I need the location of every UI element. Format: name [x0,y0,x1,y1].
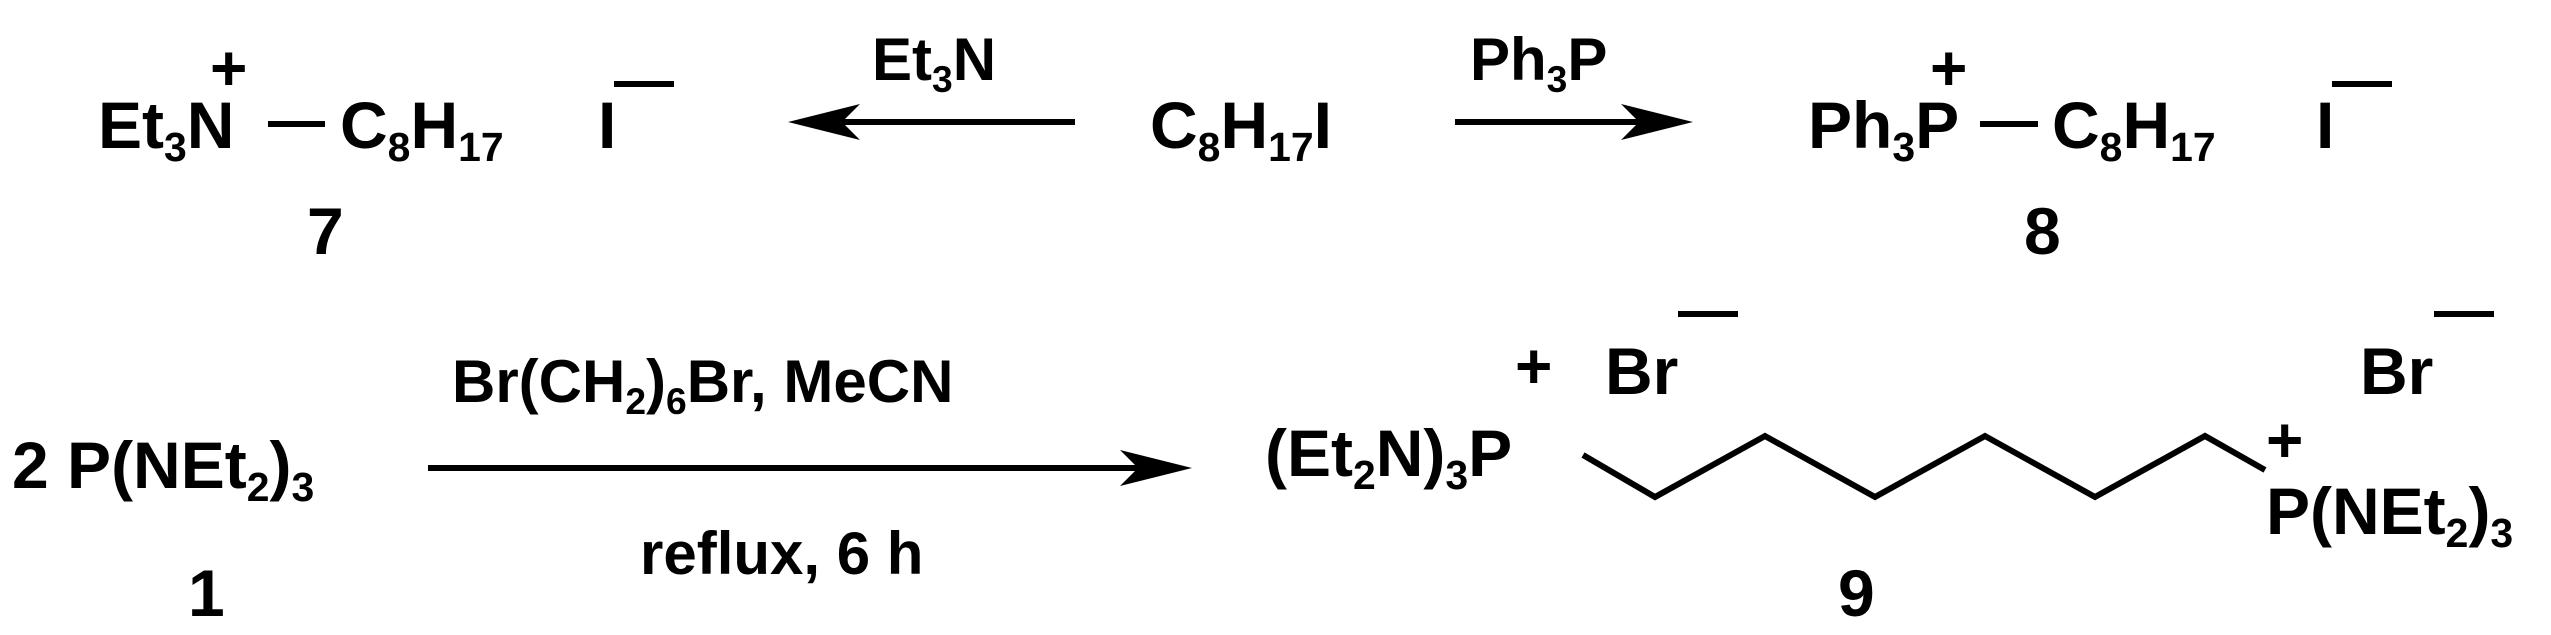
phosphorus-atom: P [1468,416,1513,490]
h-atom: H [2122,88,2171,162]
hexamethylene-chain [1581,432,2267,501]
solvent-text: Br, MeCN [686,348,954,415]
product-9-left-group: (Et2N)3P [1265,420,1512,496]
c-atom: C [1150,88,1198,162]
plus-charge-9-right: + [2266,404,2304,476]
octyl-chain-7: C8H17 [340,92,504,168]
compound-number-8: 8 [2024,194,2061,268]
paren-text: (Et [1265,416,1353,490]
subscript: 3 [932,57,953,100]
compound-number-1: 1 [188,556,225,630]
arrow-to-7 [788,104,1075,140]
subscript: 17 [458,124,504,171]
subscript: 8 [1197,124,1221,171]
h-atom: H [410,88,459,162]
phosphorus-atom: P [1567,26,1608,93]
paren-text: ) [2468,474,2491,548]
subscript: 17 [1268,124,1314,171]
phosphine-text: 2 P(NEt [12,428,247,502]
ethyl-text: Et [872,26,932,93]
subscript: 3 [1546,57,1568,100]
iodide-anion-7: I [598,88,617,162]
plus-charge-8: + [1930,32,1968,104]
conditions-reflux: reflux, 6 h [640,520,924,587]
paren-text: ) [646,348,666,415]
compound-number-9: 9 [1838,556,1875,630]
product-8-formula: Ph3P [1808,92,1959,168]
subscript: 8 [387,124,411,171]
product-7-formula: Et3N [98,92,234,168]
subscript: 3 [1445,452,1469,499]
nitrogen-atom: N [186,88,235,162]
subscript: 6 [666,379,687,422]
arrow-to-8 [1455,104,1693,140]
dibromide-text: Br(CH [452,348,626,415]
c-atom: C [2052,88,2100,162]
subscript: 3 [291,464,315,511]
subscript: 17 [2170,124,2216,171]
phenyl-text: Ph [1470,26,1547,93]
octyl-iodide: C8H17I [1150,92,1332,168]
compound-number-7: 7 [307,194,344,268]
arrow-reaction-2 [428,450,1192,486]
subscript: 2 [2445,510,2469,557]
conditions-reagents: Br(CH2)6Br, MeCN [452,352,953,420]
paren-text: ) [269,428,292,502]
phosphorus-text: P(NEt [2266,474,2446,548]
octyl-chain-8: C8H17 [2052,92,2216,168]
c-atom: C [340,88,388,162]
plus-charge-9-left: + [1515,330,1553,402]
reactant-1-formula: 2 P(NEt2)3 [12,432,314,508]
iodine-atom: I [1313,88,1332,162]
iodide-anion-8: I [2316,88,2335,162]
subscript: 3 [164,124,187,171]
h-atom: H [1220,88,1269,162]
paren-text: N) [1375,416,1446,490]
product-9-right-group: P(NEt2)3 [2266,478,2513,554]
minus-charge-8: — [2332,46,2392,113]
bromide-anion-right: Br [2360,334,2434,408]
subscript: 2 [625,379,647,422]
subscript: 3 [2490,510,2514,557]
nitrogen-atom: N [952,26,997,93]
subscript: 3 [1892,124,1916,171]
subscript: 2 [1352,452,1376,499]
phenyl-text: Ph [1808,88,1893,162]
minus-charge-9-left: — [1678,276,1738,343]
minus-charge-7: — [614,46,674,113]
reagent-et3n: Et3N [872,30,996,98]
minus-charge-9-right: — [2434,276,2494,343]
phosphorus-atom: P [1915,88,1960,162]
reagent-ph3p: Ph3P [1470,30,1607,98]
bromide-anion-left: Br [1605,334,1679,408]
subscript: 8 [2099,124,2123,171]
plus-charge-7: + [210,32,248,104]
subscript: 2 [246,464,270,511]
ethyl-text: Et [98,88,164,162]
